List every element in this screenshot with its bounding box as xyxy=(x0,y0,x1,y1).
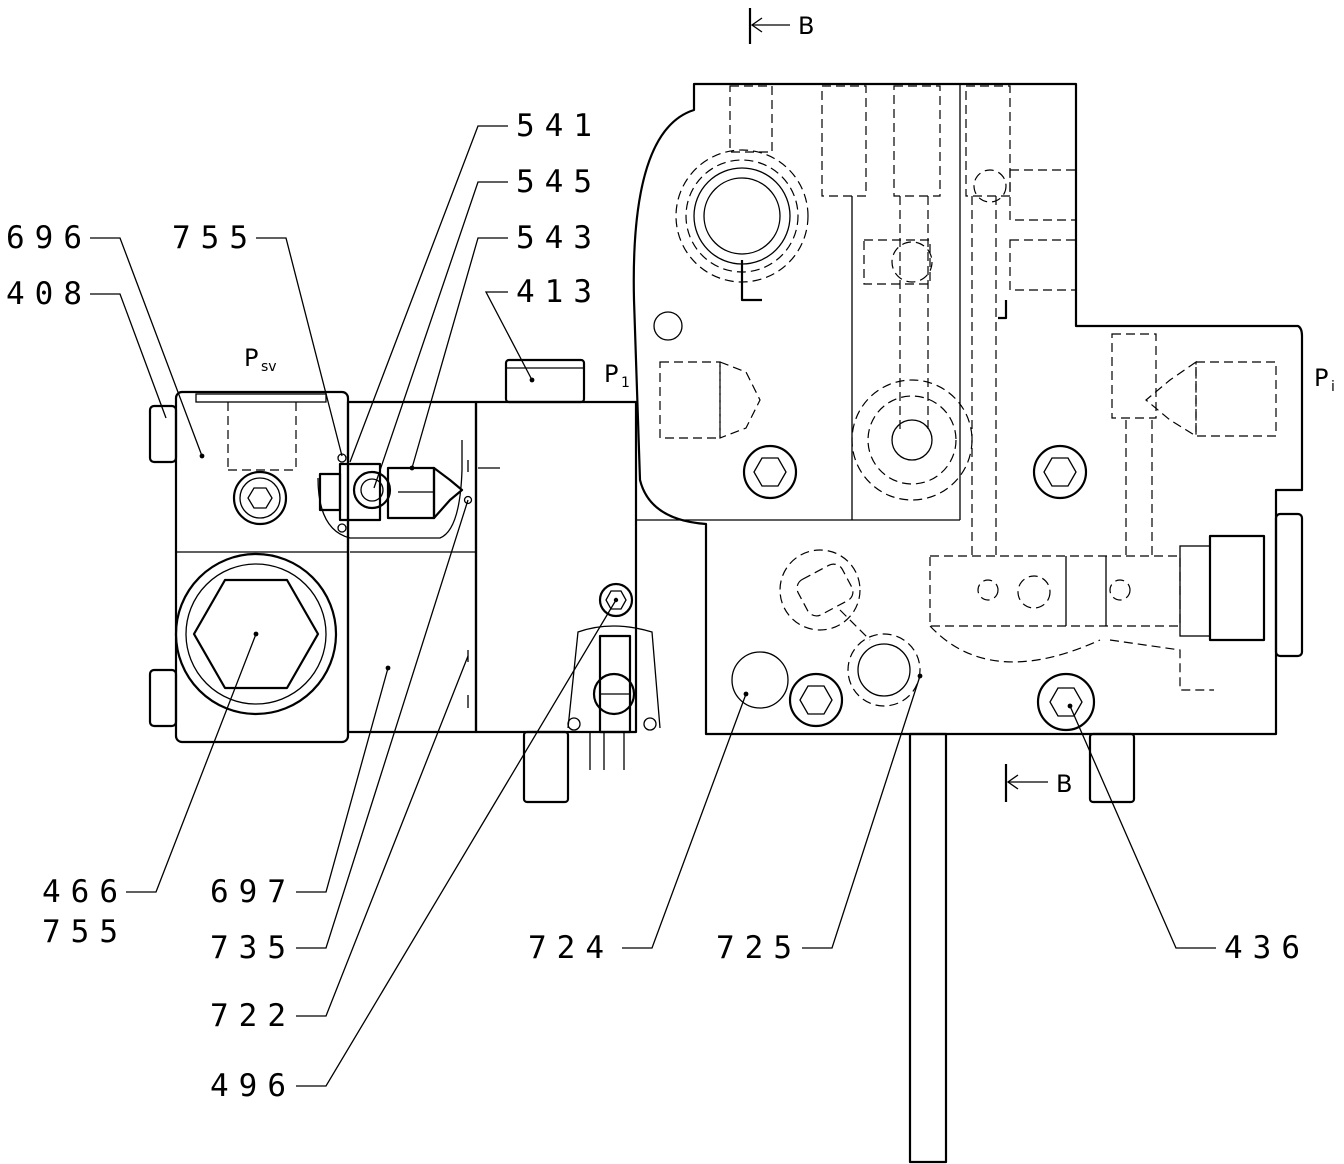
part-label-543: 543 xyxy=(516,220,602,256)
port-pi-sub: i xyxy=(1331,379,1335,395)
callout-735: 735 xyxy=(210,499,469,966)
part-label-413: 413 xyxy=(516,274,602,310)
part-label-724: 724 xyxy=(528,930,614,966)
port-label-pi: P i xyxy=(1314,364,1335,395)
section-letter-top: B xyxy=(798,12,814,40)
middle-valve-block xyxy=(317,400,478,734)
part-label-697: 697 xyxy=(210,874,296,910)
port-pi-main: P xyxy=(1314,364,1328,392)
callout-496: 496 xyxy=(210,599,617,1104)
port-psv-main: P xyxy=(244,344,258,372)
callout-696: 696 xyxy=(6,220,203,457)
part-label-755-top: 755 xyxy=(172,220,258,256)
main-valve-body xyxy=(632,82,1304,1164)
port-p1-sub: 1 xyxy=(621,375,630,391)
callout-724: 724 xyxy=(528,693,747,966)
callout-408: 408 xyxy=(6,276,167,419)
part-label-436: 436 xyxy=(1224,930,1310,966)
part-label-541: 541 xyxy=(516,108,602,144)
part-label-408: 408 xyxy=(6,276,92,312)
section-mark-top: B xyxy=(748,8,814,44)
callout-413: 413 xyxy=(484,274,602,381)
callout-543: 543 xyxy=(411,220,602,469)
part-label-545: 545 xyxy=(516,164,602,200)
port-label-p1: P 1 xyxy=(604,360,630,391)
callout-725: 725 xyxy=(716,675,921,966)
port-psv-sub: sv xyxy=(261,359,277,375)
callout-466: 466 xyxy=(42,633,257,910)
callout-436: 436 xyxy=(1069,705,1310,966)
callout-755-top: 755 xyxy=(172,220,343,457)
part-label-466: 466 xyxy=(42,874,128,910)
port-label-psv: P sv xyxy=(244,344,277,375)
callout-545: 545 xyxy=(373,164,602,489)
part-label-696: 696 xyxy=(6,220,92,256)
callout-541: 541 xyxy=(349,108,602,463)
callout-755-bottom: 755 xyxy=(42,914,128,950)
callout-697: 697 xyxy=(210,667,389,910)
part-label-755-bottom: 755 xyxy=(42,914,128,950)
part-label-725: 725 xyxy=(716,930,802,966)
part-label-496: 496 xyxy=(210,1068,296,1104)
part-label-735: 735 xyxy=(210,930,296,966)
section-mark-bottom: B xyxy=(1004,764,1072,802)
section-letter-bottom: B xyxy=(1056,770,1072,798)
left-valve-block xyxy=(148,390,350,744)
part-label-722: 722 xyxy=(210,998,296,1034)
port-p1-main: P xyxy=(604,360,618,388)
connector-block xyxy=(474,358,661,804)
callout-722: 722 xyxy=(210,655,469,1034)
